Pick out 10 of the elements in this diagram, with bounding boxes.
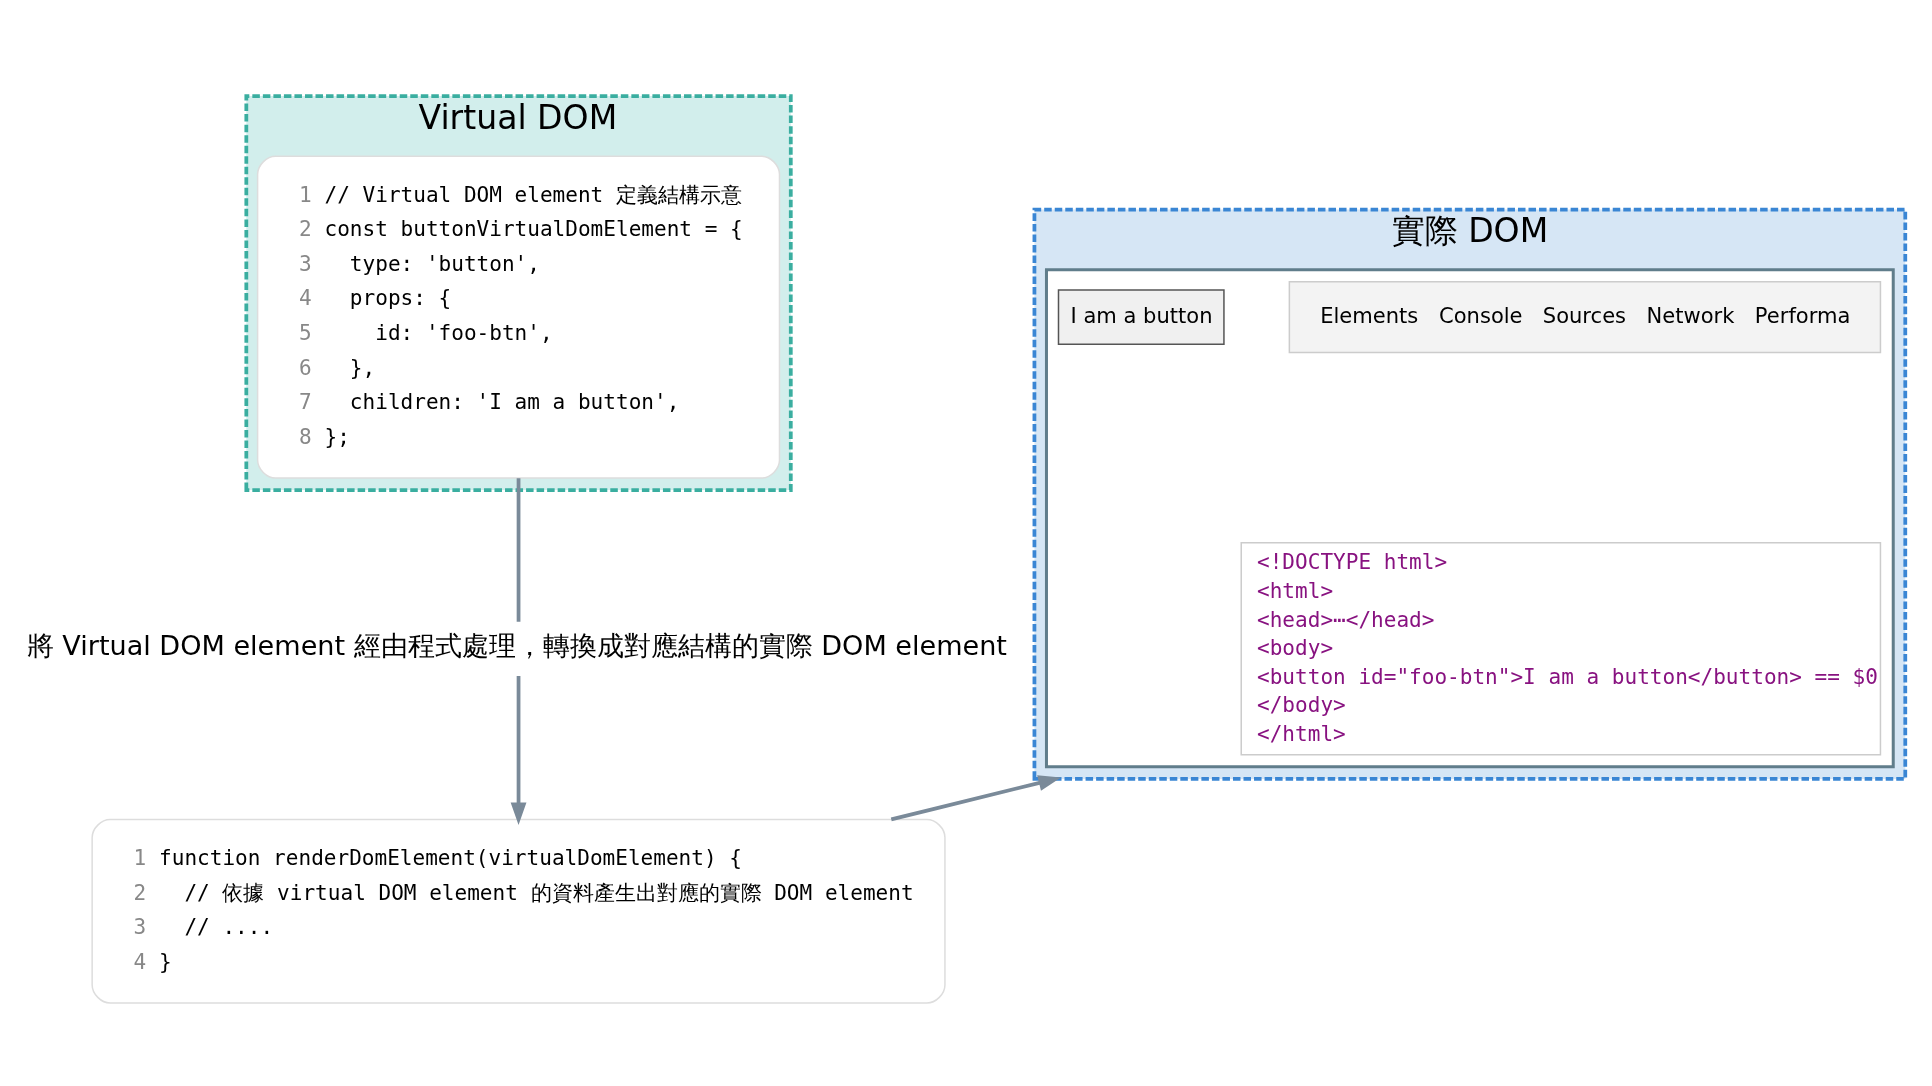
node-box: Elements Console Sources Network Performa xyxy=(1288,280,1882,353)
arrow xyxy=(510,675,527,825)
node-box: 1 function renderDomElement(virtualDomElement) { 2 // 依據 virtual DOM element 的資料產生出對應的實際 DOM element 3 // .... 4 } xyxy=(91,818,946,1004)
arrow xyxy=(890,774,1061,821)
node-box: <!DOCTYPE html> <html> <head>⋯</head> <body> <button id="foo-btn">I am a button</button> == $0 </body> </html> xyxy=(1240,541,1882,756)
node-box: 1 // Virtual DOM element 定義結構示意 2 const buttonVirtualDomElement = { 3 type: 'button', 4 props: { 5 id: 'foo-btn', 6 }, 7 children: 'I am a button', 8 }; xyxy=(256,154,781,479)
cluster xyxy=(1044,267,1895,768)
node-text: 將 Virtual DOM element 經由程式處理，轉換成對應結構的實際 DOM element xyxy=(26,629,1007,661)
node-box: I am a button xyxy=(1057,288,1225,345)
connector xyxy=(516,477,521,622)
